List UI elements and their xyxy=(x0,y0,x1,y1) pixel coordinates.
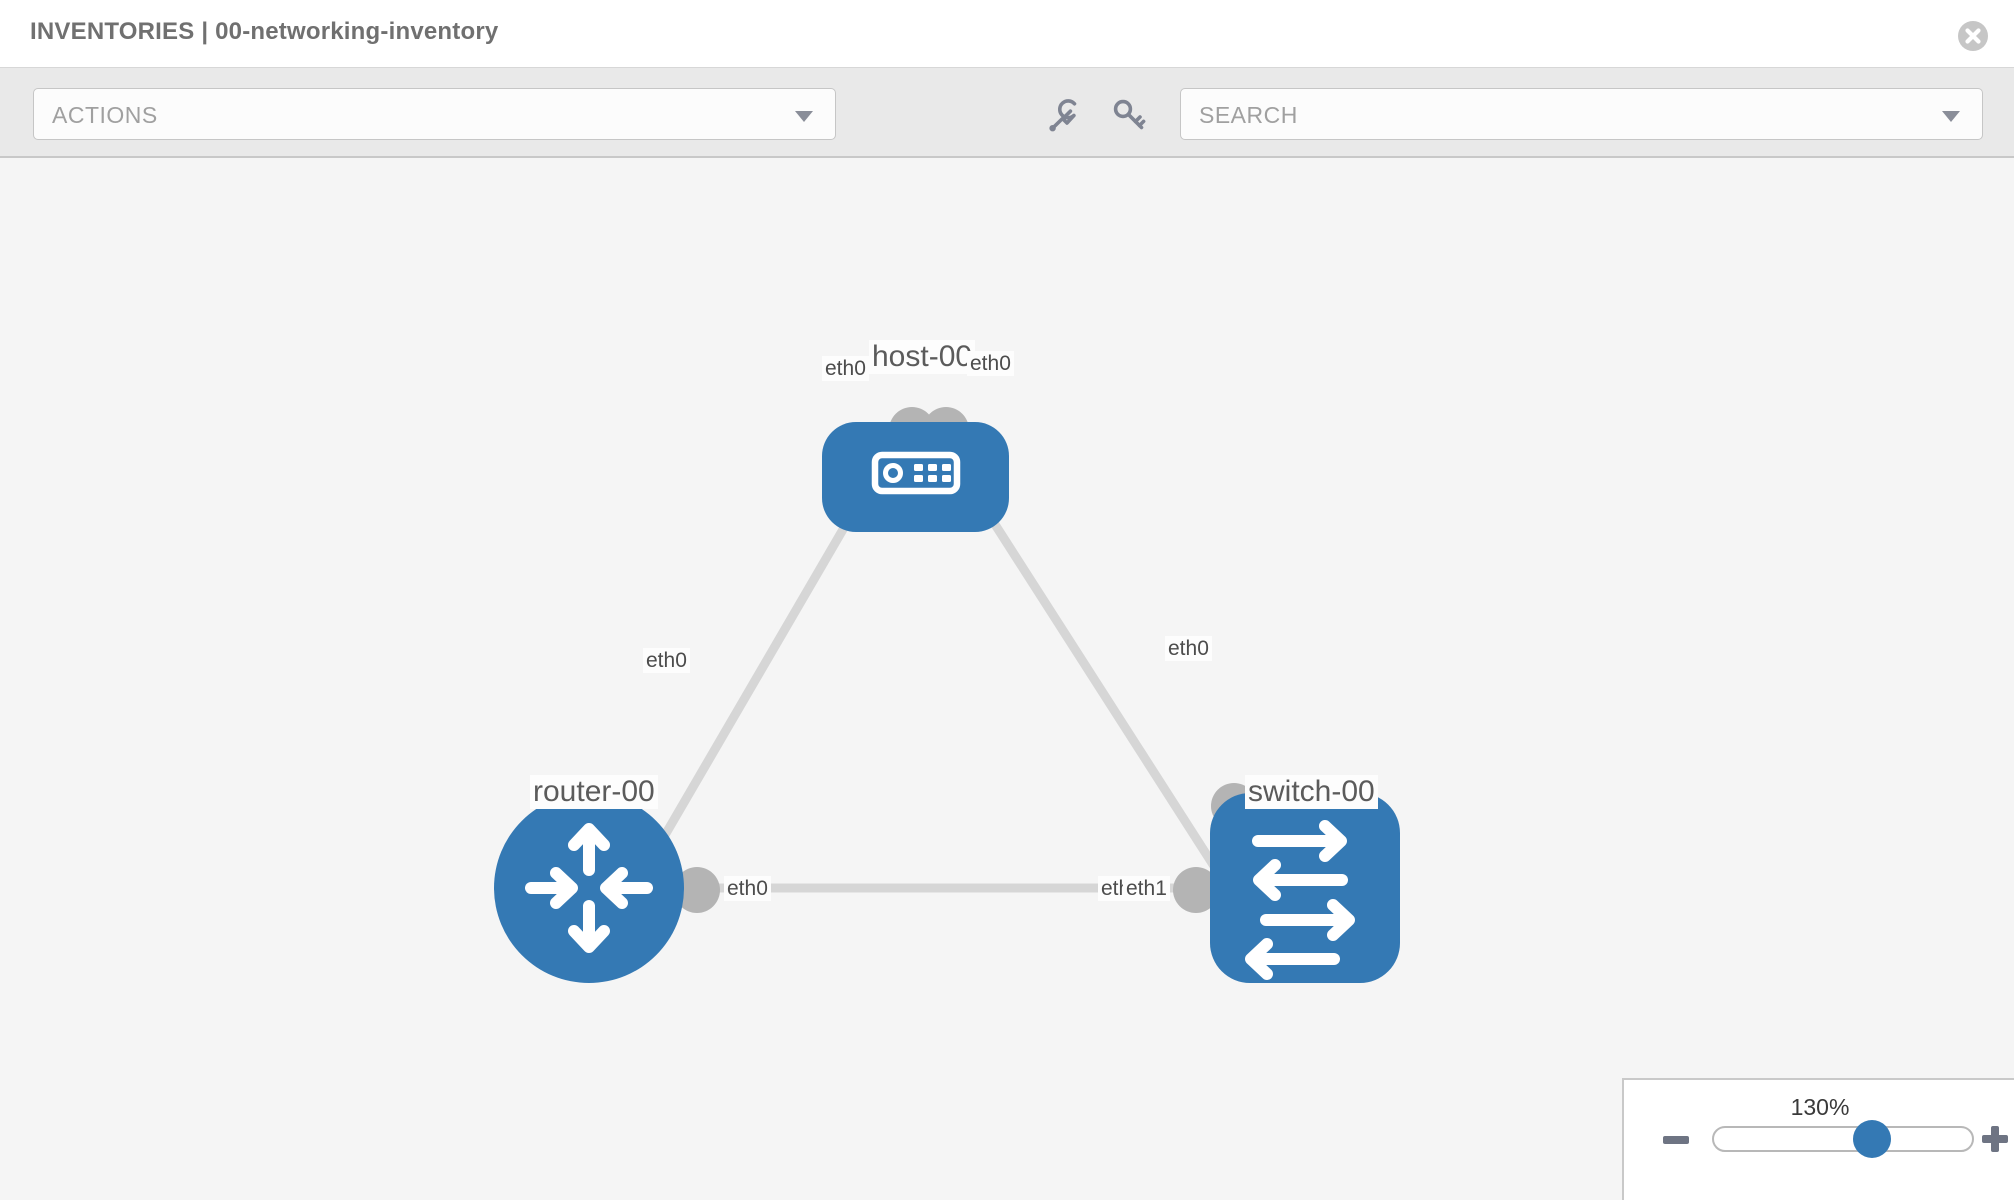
node-switch-00[interactable] xyxy=(1210,793,1400,983)
chevron-down-icon xyxy=(795,111,813,122)
zoom-slider-track[interactable] xyxy=(1712,1126,1974,1152)
actions-dropdown-label: ACTIONS xyxy=(52,102,158,128)
breadcrumb: INVENTORIES | 00-networking-inventory xyxy=(30,18,499,45)
node-label-host-00: host-00 xyxy=(869,340,976,374)
actions-dropdown[interactable]: ACTIONS xyxy=(33,88,836,140)
server-icon xyxy=(871,451,961,495)
search-input[interactable]: SEARCH xyxy=(1180,88,1983,140)
zoom-out-button[interactable] xyxy=(1663,1136,1689,1144)
zoom-control-panel: 130% xyxy=(1622,1078,2014,1200)
zoom-in-button[interactable] xyxy=(1982,1126,2008,1152)
chevron-down-icon[interactable] xyxy=(1942,111,1960,122)
node-label-router-00: router-00 xyxy=(530,775,658,809)
page-header: INVENTORIES | 00-networking-inventory xyxy=(0,0,2014,68)
link-endpoint xyxy=(1173,867,1219,913)
toolbar: ACTIONS SEARCH xyxy=(0,68,2014,158)
router-icon xyxy=(525,823,653,953)
close-icon[interactable] xyxy=(1957,20,1989,52)
topology-graph xyxy=(494,407,1400,983)
interface-label-router-to-host: eth0 xyxy=(643,648,690,673)
switch-icon xyxy=(1245,820,1355,980)
link-endpoint xyxy=(674,867,720,913)
interface-label-switch-to-router: eth1 xyxy=(1123,876,1170,901)
search-placeholder: SEARCH xyxy=(1199,102,1298,128)
zoom-percent-label: 130% xyxy=(1790,1094,1850,1120)
wrench-icon[interactable] xyxy=(1044,96,1082,134)
node-label-switch-00: switch-00 xyxy=(1245,775,1378,809)
topology-canvas[interactable]: host-00 router-00 switch-00 eth0 eth0 et… xyxy=(0,158,2014,1200)
key-icon[interactable] xyxy=(1110,96,1148,134)
node-router-00[interactable] xyxy=(494,793,684,983)
zoom-slider-thumb[interactable] xyxy=(1853,1120,1892,1158)
interface-label-host-to-switch: eth0 xyxy=(967,351,1014,376)
node-host-00[interactable] xyxy=(822,422,1009,532)
interface-label-router-to-switch: eth0 xyxy=(724,876,771,901)
interface-label-switch-to-host: eth0 xyxy=(1165,636,1212,661)
interface-label-host-to-router: eth0 xyxy=(822,356,869,381)
